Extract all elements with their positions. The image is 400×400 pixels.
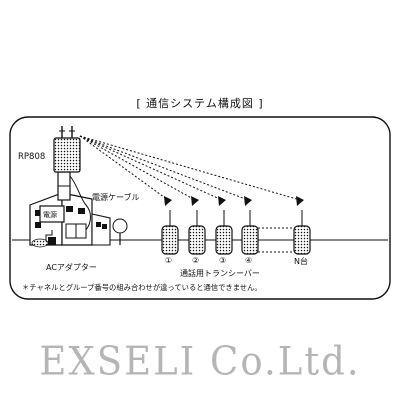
ac-adapter-label: ACアダプター — [46, 263, 97, 272]
power-cable-label: 電源ケーブル — [92, 193, 140, 202]
channel-number-2: ② — [192, 256, 200, 265]
transceiver-1 — [161, 210, 179, 255]
diagram-frame — [9, 116, 391, 300]
repeater-unit — [53, 126, 81, 173]
n-units-label: N台 — [294, 257, 308, 266]
transceiver-label: 通話用トランシーバー — [180, 269, 260, 278]
transceiver-3 — [215, 210, 233, 255]
diagram-title: [ 通信システム構成図 ] — [136, 97, 264, 110]
channel-number-4: ④ — [245, 256, 253, 265]
transceiver-n — [293, 210, 311, 255]
power-box-text: 電源 — [43, 211, 57, 219]
channel-number-1: ① — [165, 256, 173, 265]
channel-number-3: ③ — [219, 256, 227, 265]
ac-adapter — [31, 237, 56, 248]
footnote: ＊チャネルとグループ番号の組み合わせが違っていると通信できません。 — [22, 283, 262, 292]
n-connector — [258, 227, 294, 253]
signal-arrows — [164, 196, 304, 206]
power-box — [39, 205, 65, 223]
power-cable — [69, 175, 91, 231]
tree — [112, 218, 128, 245]
brand-watermark: EXSELI Co.Ltd. — [39, 338, 361, 385]
signal-lines — [79, 135, 301, 201]
transceiver-4 — [241, 210, 259, 255]
repeater-label: RP808 — [18, 152, 46, 162]
transceiver-2 — [188, 210, 206, 255]
